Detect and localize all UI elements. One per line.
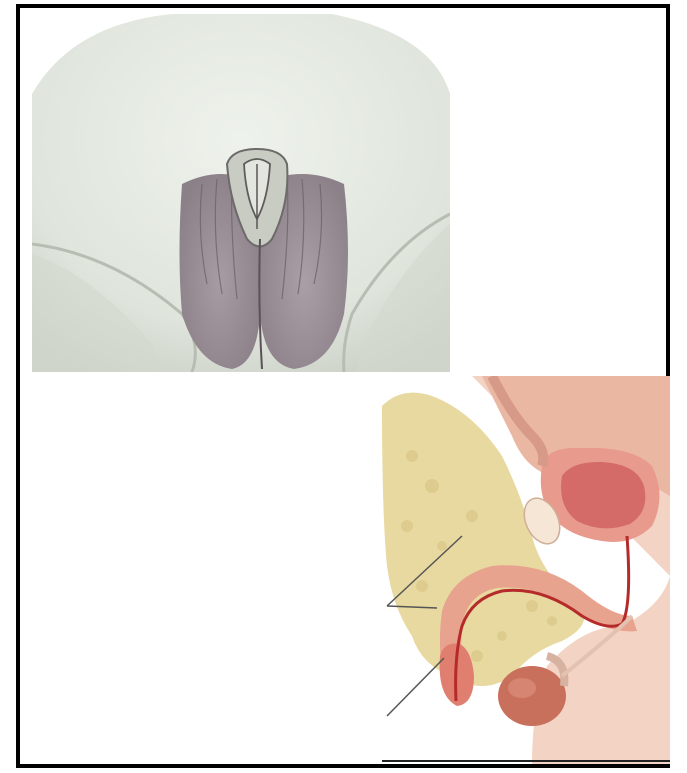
panel-baseline xyxy=(382,760,670,762)
anatomy-illustration xyxy=(382,376,670,764)
clinical-photo xyxy=(32,14,450,372)
